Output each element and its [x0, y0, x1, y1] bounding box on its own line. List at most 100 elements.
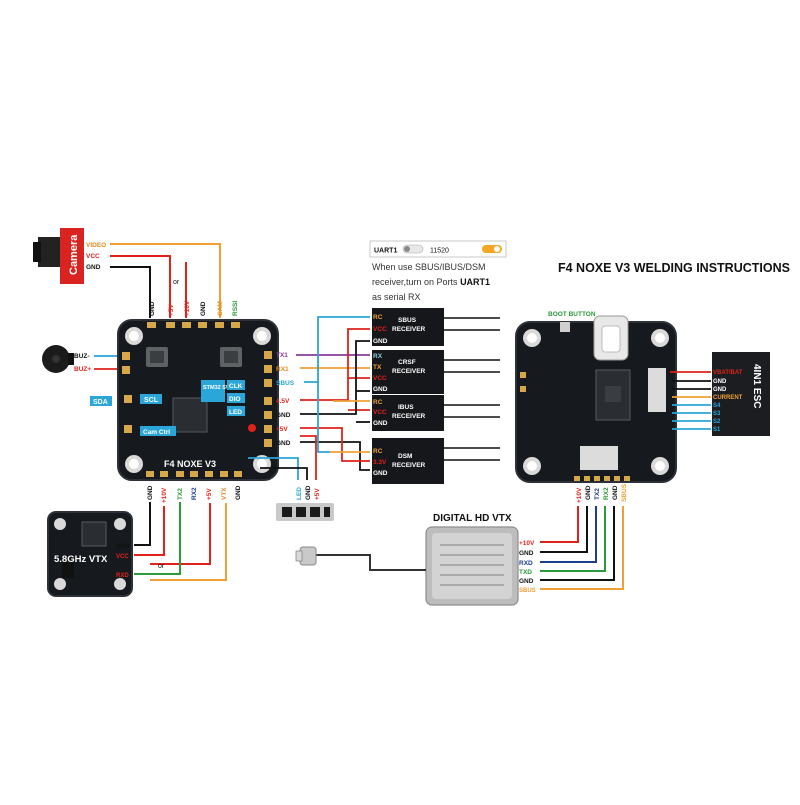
rfc-pad-tx2: TX2: [594, 488, 601, 500]
diagram-title: F4 NOXE V3 WELDING INSTRUCTIONS: [558, 261, 790, 275]
bottom-pad-vtx: VTX: [221, 487, 228, 500]
esc-pin-current: CURRENT: [713, 395, 743, 401]
uart-note-line3: as serial RX: [372, 292, 421, 302]
bottom-pad-rx2: RX2: [191, 487, 198, 500]
esc-pin-gnd2: GND: [713, 387, 727, 393]
esc-wires: [670, 371, 711, 430]
fc-left-name: F4 NOXE V3: [164, 459, 216, 469]
uart-note-label: UART1: [374, 248, 397, 255]
bottom-pad-10v: +10V: [161, 487, 168, 503]
right-pad-5v: +5V: [276, 426, 288, 433]
bottom-pad-gnd2: GND: [235, 485, 242, 500]
rx-ibus-name-2: RECEIVER: [392, 413, 426, 420]
dvtx-pin-sbus: SBUS: [519, 588, 536, 594]
right-pad-rx1: RX1: [276, 366, 289, 373]
camera-module: Camera VIDEO VCC GND: [33, 228, 106, 284]
top-pad-10v: +10V: [184, 300, 191, 316]
top-pad-cam: CAM: [217, 301, 224, 316]
rx-sbus-pin-gnd: GND: [373, 338, 388, 345]
top-pad-5v: +5V: [168, 304, 175, 316]
fc-left-board: SCL STM32 SWD CLK DIO LED Cam Ctrl F4 NO…: [117, 319, 279, 481]
right-pad-45v: 4.5V: [276, 398, 290, 405]
fc-right-board: BOOT BUTTON: [515, 311, 677, 483]
digital-vtx-label: DIGITAL HD VTX: [433, 513, 512, 524]
rx-ibus-pin-gnd: GND: [373, 420, 388, 427]
dvtx-pin-gnd1: GND: [519, 550, 534, 557]
vtx58-pin-gnd: GND: [116, 544, 130, 550]
led-pad-5v: +5V: [314, 488, 321, 500]
bottom-pad-tx2: TX2: [177, 488, 184, 500]
right-pad-gnd2: GND: [276, 440, 291, 447]
vtx58-pin-vcc: VCC: [116, 554, 129, 560]
chip-label-dio: DIO: [229, 396, 241, 403]
rx-dsm-name-2: RECEIVER: [392, 462, 426, 469]
dvtx-pin-txd: TXD: [519, 569, 532, 576]
rfc-pad-rx2: RX2: [603, 487, 610, 500]
uart-note-line1: When use SBUS/IBUS/DSM: [372, 262, 486, 272]
boot-button-label: BOOT BUTTON: [548, 311, 596, 318]
rx-dsm-name-1: DSM: [398, 453, 412, 460]
fc-left-right-labels: TX1 RX1 SBUS 4.5V GND GND +5V: [276, 352, 295, 447]
chip-label-clk: CLK: [229, 383, 243, 390]
dvtx-pin-gnd2: GND: [519, 578, 534, 585]
fc-right-bottom-labels: +10V GND TX2 RX2 GND SBUS: [576, 483, 628, 503]
chip-label-led: LED: [229, 409, 242, 416]
rx-sbus-name-2: RECEIVER: [392, 326, 426, 333]
receiver-antennas: [444, 317, 500, 461]
rx-crsf-name-1: CRSF: [398, 359, 416, 366]
rx-sbus-pin-rc: RC: [373, 314, 383, 321]
right-pad-sbus: SBUS: [276, 380, 295, 387]
rx-ibus-pin-vcc: VCC: [373, 409, 387, 416]
rx-sbus-name-1: SBUS: [398, 317, 417, 324]
rfc-pad-10v: +10V: [576, 487, 583, 503]
esc-pin-s3: S3: [713, 411, 721, 417]
vtx58-or-label: or: [158, 563, 165, 570]
rx-dsm-pin-33v: 3.3V: [373, 459, 387, 466]
receiver-sbus: RC VCC GND SBUS RECEIVER: [372, 308, 444, 346]
vtx58-pin-rxd: RXD: [116, 573, 129, 579]
camera-lens: [38, 237, 60, 267]
right-pad-gnd1: GND: [276, 412, 291, 419]
digital-vtx-wires: [540, 506, 624, 590]
rx-crsf-pin-tx: TX: [373, 364, 382, 371]
camera-pin-video: VIDEO: [86, 242, 106, 249]
receiver-wires: [296, 316, 370, 471]
vtx58-label: 5.8GHz VTX: [54, 554, 108, 565]
esc-pin-gnd1: GND: [713, 379, 727, 385]
buzzer: BUZ- BUZ+: [42, 345, 91, 373]
rx-sbus-pin-vcc: VCC: [373, 326, 387, 333]
camera-label: Camera: [68, 234, 80, 275]
right-pad-tx1: TX1: [276, 352, 288, 359]
buzzer-pin-plus: BUZ+: [74, 366, 91, 373]
camera-or-label: or: [173, 279, 180, 286]
rfc-pad-gnd2: GND: [612, 485, 619, 500]
camera-pin-gnd: GND: [86, 264, 101, 271]
esc-pin-vbat: VBAT/BAT: [713, 370, 743, 376]
rx-crsf-pin-gnd: GND: [373, 386, 388, 393]
dvtx-pin-10v: +10V: [519, 540, 535, 547]
vtx58-module: 5.8GHz VTX GND VCC RXD: [47, 511, 133, 597]
chip-label-camctrl: Cam Ctrl: [143, 429, 170, 436]
rx-crsf-pin-vcc: VCC: [373, 375, 387, 382]
led-pad-gnd: GND: [305, 485, 312, 500]
rx-ibus-pin-rc: RC: [373, 399, 383, 406]
camera-pin-vcc: VCC: [86, 253, 100, 260]
receiver-crsf: RX TX VCC GND CRSF RECEIVER: [372, 350, 444, 394]
rx-crsf-name-2: RECEIVER: [392, 368, 426, 375]
rx-ibus-name-1: IBUS: [398, 404, 414, 411]
rx-dsm-pin-rc: RC: [373, 448, 383, 455]
led-pad-led: LED: [296, 487, 303, 500]
led-wires: [248, 435, 317, 480]
uart-note-line2: receiver,turn on Ports UART1: [372, 277, 490, 287]
receiver-dsm: RC 3.3V GND DSM RECEIVER: [372, 438, 444, 484]
buzzer-pin-minus: BUZ-: [74, 353, 90, 360]
digital-vtx-module: DIGITAL HD VTX +10V GND RXD TXD GND SBUS: [295, 513, 536, 606]
fc-left-bottom-labels: GND +10V TX2 RX2 +5V VTX GND: [147, 485, 242, 503]
camera-wires: [110, 243, 221, 318]
esc-label: 4IN1 ESC: [751, 364, 762, 408]
top-pad-gnd1: GND: [149, 301, 156, 316]
esc-pin-s1: S1: [713, 427, 721, 433]
top-pad-rssi: RSSI: [232, 301, 239, 316]
